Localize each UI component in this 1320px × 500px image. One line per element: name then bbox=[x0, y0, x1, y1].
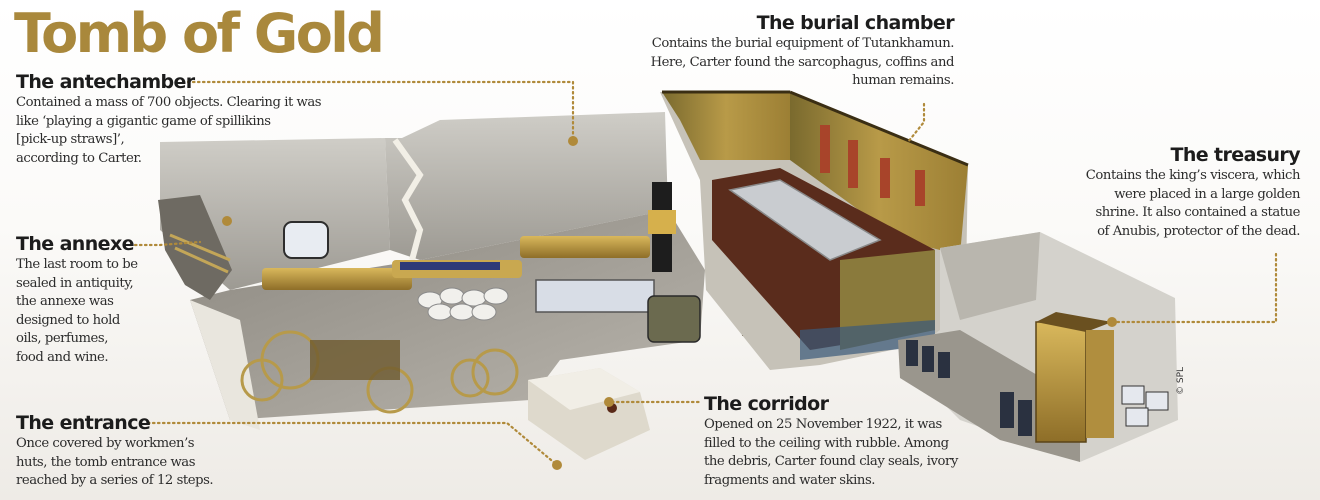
annexe-text-line: the annexe was bbox=[16, 294, 114, 309]
treasury-text-line: shrine. It also contained a statue bbox=[1095, 205, 1300, 220]
entrance-text-line: huts, the tomb entrance was bbox=[16, 454, 196, 470]
annexe-text-line: oils, perfumes, bbox=[16, 331, 108, 346]
corridor-text-line: the debris, Carter found clay seals, ivo… bbox=[704, 454, 958, 469]
treasury-text-line: of Anubis, protector of the dead. bbox=[1097, 223, 1300, 239]
label-treasury: The treasury Contains the king’s viscera… bbox=[1040, 143, 1301, 241]
corridor-text-line: fragments and water skins. bbox=[704, 472, 876, 488]
burial-chamber bbox=[660, 90, 969, 370]
burial-chamber-text-line: Here, Carter found the sarcophagus, coff… bbox=[650, 54, 955, 70]
image-credit: © SPL bbox=[1176, 366, 1186, 395]
label-corridor: The corridor Opened on 25 November 1922,… bbox=[704, 392, 994, 490]
label-antechamber: The antechamber Contained a mass of 700 … bbox=[16, 70, 356, 168]
treasury-heading: The treasury bbox=[1170, 144, 1300, 166]
corridor-text-line: Opened on 25 November 1922, it was bbox=[704, 417, 942, 432]
burial-chamber-text-line: Contains the burial equipment of Tutankh… bbox=[651, 36, 955, 51]
burial-chamber-heading: The burial chamber bbox=[756, 12, 955, 34]
corridor-text-line: filled to the ceiling with rubble. Among bbox=[704, 435, 949, 451]
label-annexe: The annexe The last room to be sealed in… bbox=[16, 232, 166, 367]
label-burial-chamber: The burial chamber Contains the burial e… bbox=[600, 11, 955, 91]
corridor-block bbox=[528, 368, 650, 460]
antechamber-heading: The antechamber bbox=[16, 71, 195, 93]
page-title: Tomb of Gold bbox=[14, 2, 385, 65]
annexe-text-line: sealed in antiquity, bbox=[16, 275, 134, 291]
annexe-text-line: food and wine. bbox=[16, 349, 109, 365]
annexe-text-line: The last room to be bbox=[16, 257, 138, 272]
annexe-room bbox=[158, 195, 232, 300]
entrance-text-line: Once covered by workmen’s bbox=[16, 436, 195, 451]
antechamber-text-line: Contained a mass of 700 objects. Clearin… bbox=[16, 95, 322, 110]
burial-chamber-text-line: human remains. bbox=[852, 73, 954, 88]
entrance-heading: The entrance bbox=[16, 412, 151, 434]
antechamber-text-line: according to Carter. bbox=[16, 150, 142, 166]
treasury-text-line: were placed in a large golden bbox=[1114, 186, 1300, 202]
treasury-room bbox=[898, 232, 1178, 462]
antechamber-text-line: [pick-up straws]’, bbox=[16, 132, 125, 147]
corridor-heading: The corridor bbox=[704, 393, 829, 415]
annexe-text-line: designed to hold bbox=[16, 312, 120, 328]
label-entrance: The entrance Once covered by workmen’s h… bbox=[16, 411, 236, 491]
antechamber-text-line: like ‘playing a gigantic game of spillik… bbox=[16, 113, 271, 129]
entrance-text-line: reached by a series of 12 steps. bbox=[16, 473, 214, 488]
treasury-text-line: Contains the king’s viscera, which bbox=[1085, 168, 1301, 183]
annexe-heading: The annexe bbox=[16, 233, 134, 255]
